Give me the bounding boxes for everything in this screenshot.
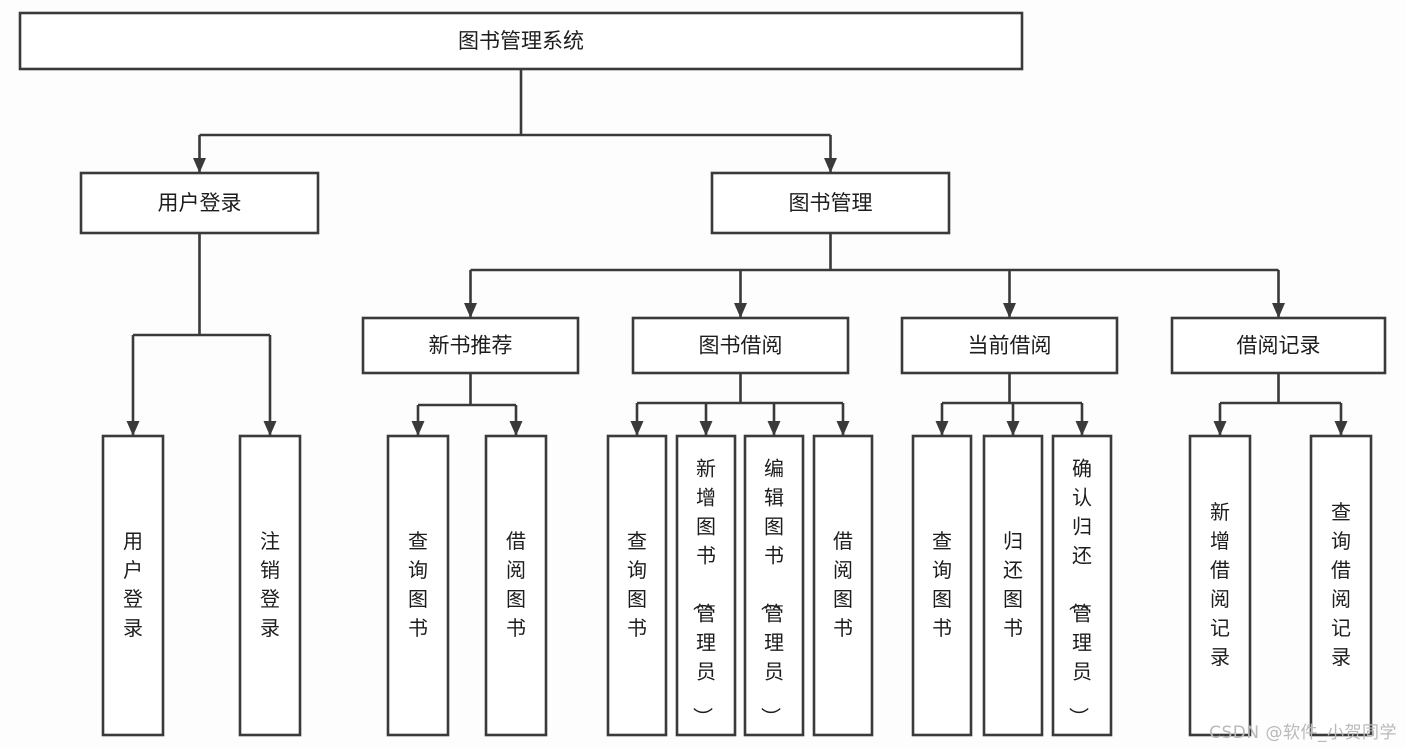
node-box-leaf-borrow-book[interactable] [812, 434, 874, 737]
arrow-head-icon [734, 303, 747, 318]
arrow-head-icon [630, 421, 644, 436]
arrow-head-icon [263, 421, 277, 436]
node-label-leaf-confirm-return: 确认归还（管理员） [1067, 456, 1092, 727]
arrow-head-icon [1003, 303, 1016, 318]
node-leaf-borrow-book[interactable]: 借阅图书 [812, 434, 874, 737]
node-leaf-add-book[interactable]: 新增图书（管理员） [675, 434, 737, 737]
node-box-leaf-edit-book[interactable] [743, 434, 805, 737]
node-label-root: 图书管理系统 [458, 29, 584, 53]
node-label-leaf-user-login: 用户登录 [123, 529, 143, 640]
arrow-head-icon [1213, 421, 1227, 436]
node-label-leaf-user-logout: 注销登录 [260, 529, 280, 640]
arrow-head-icon [193, 158, 206, 173]
node-box-leaf-add-record[interactable] [1188, 434, 1252, 737]
node-label-leaf-borrow-book-rec: 借阅图书 [506, 529, 526, 640]
node-box-new-book-recommend[interactable] [361, 316, 580, 375]
node-box-leaf-query-record[interactable] [1309, 434, 1373, 737]
node-box-book-manage[interactable] [710, 171, 951, 235]
node-label-leaf-borrow-book: 借阅图书 [833, 529, 853, 640]
node-label-leaf-add-record: 新增借阅记录 [1210, 500, 1230, 669]
node-box-current-borrow[interactable] [900, 316, 1119, 375]
arrow-head-icon [1006, 421, 1020, 436]
node-leaf-query-book-borrow[interactable]: 查询图书 [606, 434, 668, 737]
node-label-leaf-query-book-cur: 查询图书 [932, 529, 952, 640]
connector-group-borrow-record [1213, 373, 1348, 436]
node-label-leaf-edit-book: 编辑图书（管理员） [759, 456, 784, 727]
arrow-head-icon [126, 421, 140, 436]
node-label-borrow-record: 借阅记录 [1237, 334, 1321, 358]
node-new-book-recommend[interactable]: 新书推荐 [361, 316, 580, 375]
node-box-leaf-user-logout[interactable] [238, 434, 302, 737]
node-label-new-book-recommend: 新书推荐 [429, 334, 513, 358]
arrow-head-icon [836, 421, 850, 436]
node-book-manage[interactable]: 图书管理 [710, 171, 951, 235]
connector-group-book-borrow [630, 373, 850, 436]
node-layer: 图书管理系统用户登录图书管理新书推荐图书借阅当前借阅借阅记录用户登录注销登录查询… [18, 11, 1387, 737]
connector-group-root [193, 69, 837, 173]
node-label-current-borrow: 当前借阅 [968, 334, 1052, 358]
node-leaf-user-login[interactable]: 用户登录 [101, 434, 165, 737]
node-leaf-query-book-cur[interactable]: 查询图书 [911, 434, 973, 737]
node-label-leaf-query-book-rec: 查询图书 [408, 529, 428, 640]
node-leaf-query-book-rec[interactable]: 查询图书 [386, 434, 450, 737]
node-box-root[interactable] [18, 11, 1024, 71]
arrow-head-icon [509, 421, 523, 436]
arrow-head-icon [1272, 303, 1285, 318]
node-user-login[interactable]: 用户登录 [79, 171, 320, 235]
connector-group-book-manage [464, 233, 1285, 318]
node-leaf-edit-book[interactable]: 编辑图书（管理员） [743, 434, 805, 737]
node-box-leaf-borrow-book-rec[interactable] [484, 434, 548, 737]
node-label-leaf-add-book: 新增图书（管理员） [691, 456, 716, 727]
node-box-leaf-confirm-return[interactable] [1051, 434, 1113, 737]
node-root[interactable]: 图书管理系统 [18, 11, 1024, 71]
arrow-head-icon [699, 421, 713, 436]
node-box-leaf-return-book[interactable] [982, 434, 1044, 737]
node-label-book-borrow: 图书借阅 [699, 334, 783, 358]
node-box-book-borrow[interactable] [631, 316, 850, 375]
node-box-leaf-user-login[interactable] [101, 434, 165, 737]
node-current-borrow[interactable]: 当前借阅 [900, 316, 1119, 375]
arrow-head-icon [411, 421, 425, 436]
node-label-book-manage: 图书管理 [789, 191, 873, 215]
node-leaf-add-record[interactable]: 新增借阅记录 [1188, 434, 1252, 737]
node-leaf-borrow-book-rec[interactable]: 借阅图书 [484, 434, 548, 737]
node-box-leaf-query-book-rec[interactable] [386, 434, 450, 737]
node-label-leaf-query-book-borrow: 查询图书 [627, 529, 647, 640]
arrow-head-icon [767, 421, 781, 436]
node-label-leaf-query-record: 查询借阅记录 [1331, 500, 1351, 669]
connector-group-user-login [126, 233, 277, 436]
node-leaf-confirm-return[interactable]: 确认归还（管理员） [1051, 434, 1113, 737]
node-label-leaf-return-book: 归还图书 [1003, 529, 1023, 640]
node-leaf-return-book[interactable]: 归还图书 [982, 434, 1044, 737]
arrow-head-icon [1334, 421, 1348, 436]
connector-group-current-borrow [935, 373, 1089, 436]
arrow-head-icon [824, 158, 837, 173]
arrow-head-icon [464, 303, 477, 318]
connector-layer [126, 69, 1348, 436]
node-leaf-user-logout[interactable]: 注销登录 [238, 434, 302, 737]
arrow-head-icon [935, 421, 949, 436]
node-label-user-login: 用户登录 [158, 191, 242, 215]
node-box-user-login[interactable] [79, 171, 320, 235]
node-box-borrow-record[interactable] [1170, 316, 1387, 375]
node-box-leaf-query-book-cur[interactable] [911, 434, 973, 737]
node-borrow-record[interactable]: 借阅记录 [1170, 316, 1387, 375]
arrow-head-icon [1075, 421, 1089, 436]
connector-group-new-book-recommend [411, 373, 523, 436]
node-book-borrow[interactable]: 图书借阅 [631, 316, 850, 375]
node-box-leaf-add-book[interactable] [675, 434, 737, 737]
node-box-leaf-query-book-borrow[interactable] [606, 434, 668, 737]
node-leaf-query-record[interactable]: 查询借阅记录 [1309, 434, 1373, 737]
